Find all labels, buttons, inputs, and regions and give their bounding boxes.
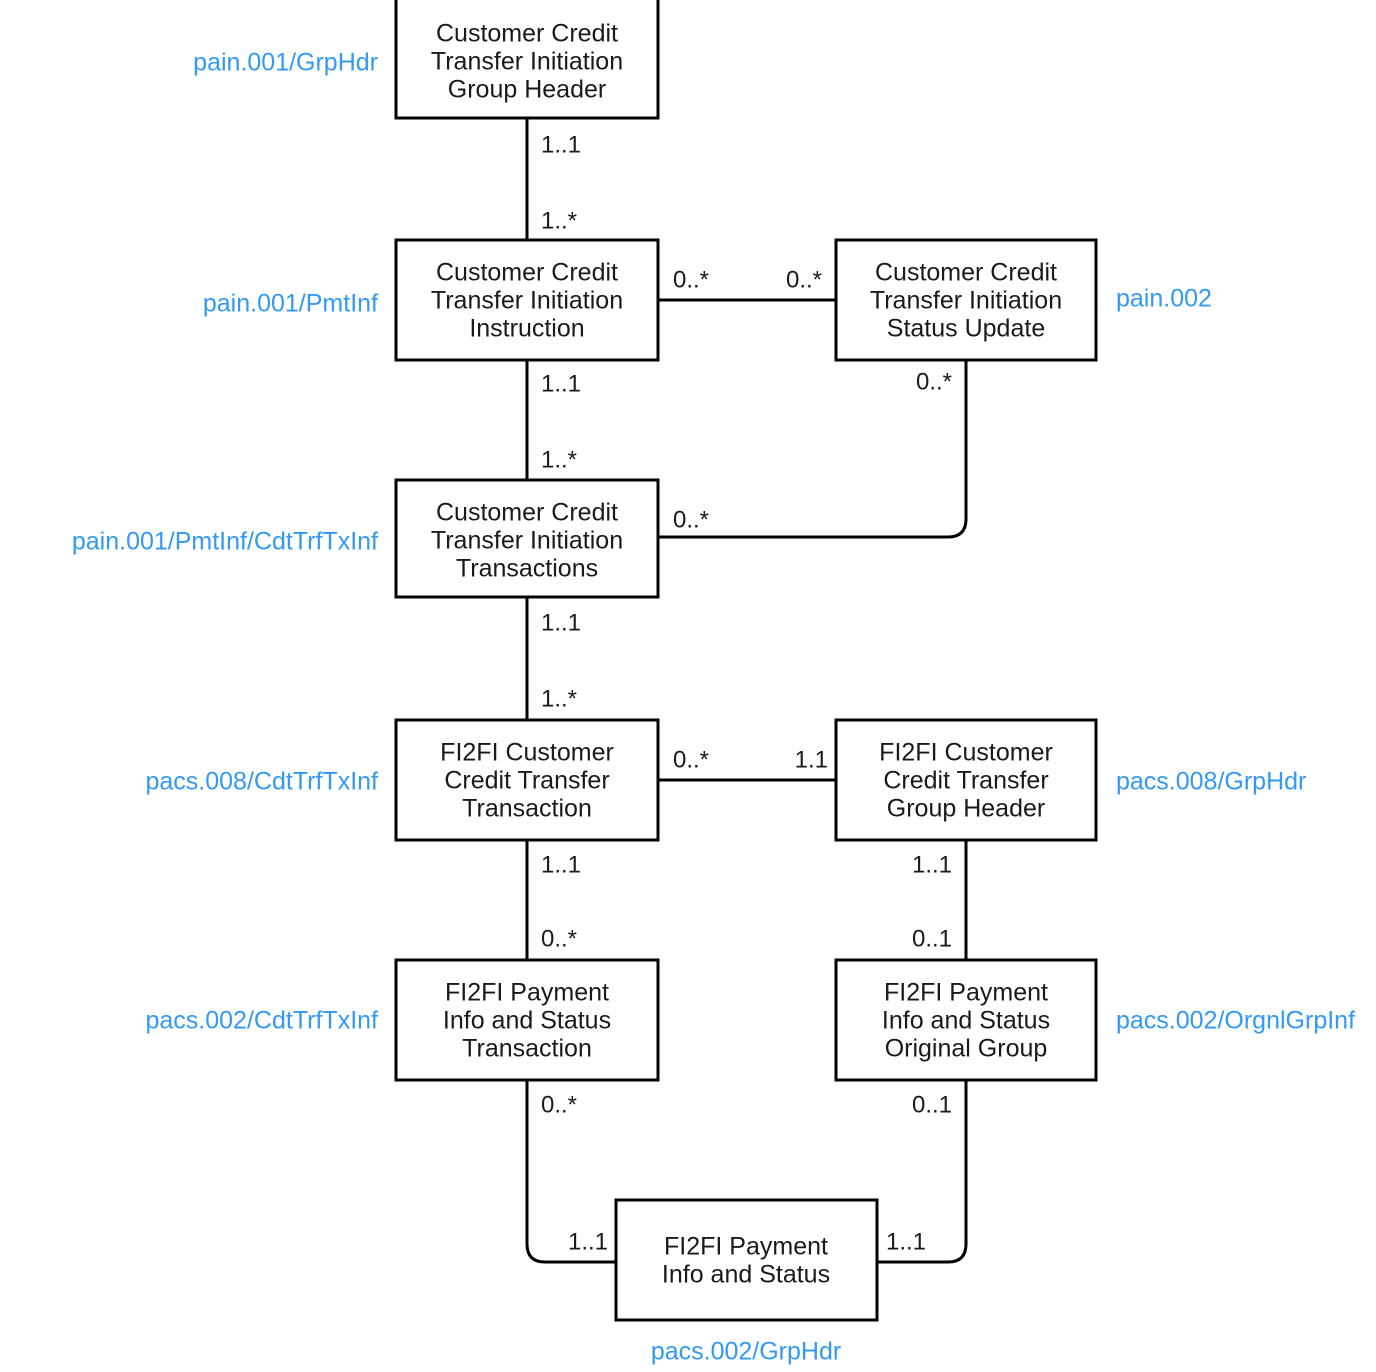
entity-label-line: Credit Transfer: [444, 767, 609, 795]
entity-label-line: Original Group: [885, 1035, 1048, 1063]
entity-label-line: Credit Transfer: [883, 767, 1048, 795]
entity-box-pacs008-cdttrftxinf[interactable]: FI2FI Customer Credit Transfer Transacti…: [394, 718, 660, 842]
entity-label-line: FI2FI Payment: [664, 1233, 828, 1261]
multiplicity-label: 1..*: [541, 685, 577, 712]
entity-label-line: FI2FI Payment: [445, 979, 609, 1007]
entity-box-rect: [614, 1198, 879, 1322]
entity-box-pacs002-grphdr[interactable]: FI2FI Payment Info and Status: [614, 1198, 879, 1322]
connector-pacs002tx-pacs002hdr: [525, 1080, 616, 1264]
path-label-pacs008-grphdr: pacs.008/GrpHdr: [1116, 768, 1306, 796]
multiplicity-label: 0..1: [912, 1091, 952, 1118]
path-label-pacs008-cdttrftxinf: pacs.008/CdtTrfTxInf: [146, 768, 379, 796]
multiplicity-label: 0..*: [786, 266, 822, 293]
entity-box-rect: [394, 718, 660, 842]
entity-label-line: Info and Status: [882, 1007, 1050, 1035]
entity-box-rect: [394, 478, 660, 599]
path-label-pacs002-orgnlgrpinf: pacs.002/OrgnlGrpInf: [1116, 1007, 1355, 1035]
multiplicity-label: 1..1: [886, 1228, 926, 1255]
multiplicity-label: 1..1: [541, 370, 581, 397]
path-label-pain001-cdttrftxinf: pain.001/PmtInf/CdtTrfTxInf: [72, 528, 378, 556]
multiplicity-label: 1..*: [541, 207, 577, 234]
entity-box-rect: [394, 0, 660, 120]
entity-label-line: Status Update: [887, 315, 1045, 343]
multiplicity-label: 1..*: [541, 446, 577, 473]
entity-label-line: Instruction: [469, 315, 584, 343]
multiplicity-label: 0..*: [541, 925, 577, 952]
path-label-pacs002-cdttrftxinf: pacs.002/CdtTrfTxInf: [146, 1007, 379, 1035]
entity-label-line: Customer Credit: [436, 20, 618, 48]
entity-box-pacs002-orgnlgrpinf[interactable]: FI2FI Payment Info and Status Original G…: [834, 958, 1098, 1082]
entity-label-line: Transfer Initiation: [431, 48, 623, 76]
entity-label-line: Transfer Initiation: [870, 287, 1062, 315]
entity-label-line: Group Header: [887, 795, 1045, 823]
entity-label-line: Transaction: [462, 1035, 592, 1063]
entity-label-line: FI2FI Payment: [884, 979, 1048, 1007]
entity-box-rect: [834, 958, 1098, 1082]
connector-pacs002grp-pacs002hdr: [877, 1080, 968, 1264]
path-label-pain002: pain.002: [1116, 285, 1212, 313]
entity-box-rect: [394, 238, 660, 362]
multiplicity-label: 0..*: [916, 368, 952, 395]
multiplicity-label: 1..1: [541, 609, 581, 636]
entity-label-line: Transfer Initiation: [431, 287, 623, 315]
entity-box-pain001-cdttrftxinf[interactable]: Customer Credit Transfer Initiation Tran…: [394, 478, 660, 599]
multiplicity-label: 0..1: [912, 925, 952, 952]
entity-label-line: FI2FI Customer: [879, 739, 1053, 767]
entity-box-rect: [394, 958, 660, 1082]
multiplicity-label: 0..*: [541, 1091, 577, 1118]
multiplicity-label: 1..1: [541, 131, 581, 158]
multiplicity-label: 0..*: [673, 266, 709, 293]
entity-label-line: Info and Status: [443, 1007, 611, 1035]
entity-label-line: Customer Credit: [436, 499, 618, 527]
entity-box-pacs008-grphdr[interactable]: FI2FI Customer Credit Transfer Group Hea…: [834, 718, 1098, 842]
entity-label-line: Customer Credit: [436, 259, 618, 287]
multiplicity-label: 1.1: [795, 746, 828, 773]
connector-transactions-pain002: [658, 360, 968, 539]
path-label-pacs002-grphdr: pacs.002/GrpHdr: [651, 1338, 841, 1366]
entity-label-line: Transfer Initiation: [431, 527, 623, 555]
multiplicity-label: 1..1: [568, 1228, 608, 1255]
entity-box-pacs002-cdttrftxinf[interactable]: FI2FI Payment Info and Status Transactio…: [394, 958, 660, 1082]
multiplicity-label: 1..1: [912, 851, 952, 878]
multiplicity-label: 0..*: [673, 746, 709, 773]
path-label-pain001-pmtinf: pain.001/PmtInf: [203, 290, 378, 318]
multiplicity-label: 1..1: [541, 851, 581, 878]
entity-label-line: Group Header: [448, 76, 606, 104]
entity-box-pain001-grphdr[interactable]: Customer Credit Transfer Initiation Grou…: [394, 0, 660, 120]
entity-label-line: Customer Credit: [875, 259, 1057, 287]
entity-box-rect: [834, 238, 1098, 362]
entity-box-rect: [834, 718, 1098, 842]
entity-label-line: Transaction: [462, 795, 592, 823]
entity-label-line: FI2FI Customer: [440, 739, 614, 767]
entity-box-pain002[interactable]: Customer Credit Transfer Initiation Stat…: [834, 238, 1098, 362]
entity-label-line: Info and Status: [662, 1261, 830, 1289]
path-label-pain001-grphdr: pain.001/GrpHdr: [193, 49, 378, 77]
entity-label-line: Transactions: [456, 555, 598, 583]
entity-box-pain001-pmtinf[interactable]: Customer Credit Transfer Initiation Inst…: [394, 238, 660, 362]
multiplicity-label: 0..*: [673, 506, 709, 533]
